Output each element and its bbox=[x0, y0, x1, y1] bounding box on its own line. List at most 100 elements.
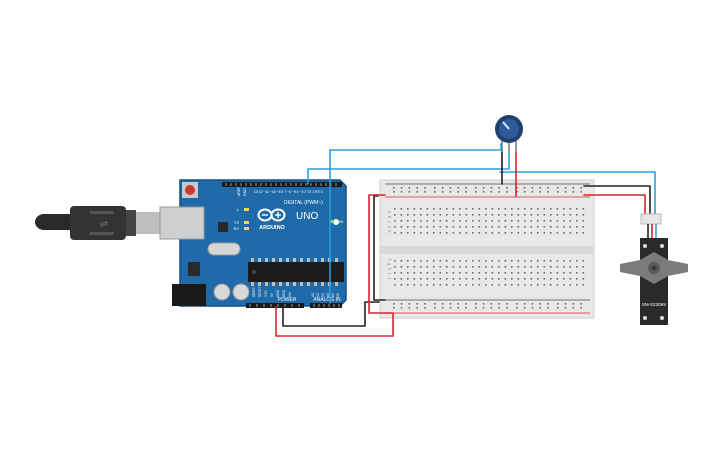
breadboard-hole[interactable] bbox=[478, 220, 481, 222]
breadboard-hole[interactable] bbox=[543, 260, 546, 262]
breadboard-hole[interactable] bbox=[441, 191, 444, 193]
breadboard-hole[interactable] bbox=[539, 191, 541, 193]
breadboard-hole[interactable] bbox=[550, 272, 552, 274]
breadboard-hole[interactable] bbox=[420, 260, 422, 262]
breadboard-hole[interactable] bbox=[530, 260, 533, 262]
breadboard-hole[interactable] bbox=[537, 220, 539, 222]
breadboard-hole[interactable] bbox=[530, 284, 533, 286]
breadboard-hole[interactable] bbox=[498, 232, 500, 234]
breadboard-hole[interactable] bbox=[580, 307, 582, 309]
breadboard-hole[interactable] bbox=[446, 284, 448, 286]
breadboard-hole[interactable] bbox=[452, 232, 455, 234]
breadboard-hole[interactable] bbox=[472, 284, 474, 286]
breadboard-hole[interactable] bbox=[452, 284, 455, 286]
breadboard-hole[interactable] bbox=[504, 214, 507, 216]
breadboard-hole[interactable] bbox=[446, 266, 448, 268]
breadboard-hole[interactable] bbox=[426, 278, 429, 280]
breadboard-hole[interactable] bbox=[504, 284, 507, 286]
breadboard-hole[interactable] bbox=[449, 307, 452, 309]
breadboard-hole[interactable] bbox=[511, 226, 513, 228]
breadboard-hole[interactable] bbox=[580, 191, 582, 193]
breadboard-hole[interactable] bbox=[530, 208, 533, 210]
breadboard-hole[interactable] bbox=[537, 272, 539, 274]
breadboard-hole[interactable] bbox=[504, 266, 507, 268]
potentiometer-knob-icon[interactable] bbox=[495, 115, 523, 152]
breadboard-hole[interactable] bbox=[439, 284, 442, 286]
breadboard-hole[interactable] bbox=[517, 220, 520, 222]
breadboard-hole[interactable] bbox=[420, 266, 422, 268]
breadboard-hole[interactable] bbox=[530, 226, 533, 228]
breadboard-hole[interactable] bbox=[498, 208, 500, 210]
breadboard-hole[interactable] bbox=[482, 307, 485, 309]
breadboard-hole[interactable] bbox=[441, 307, 444, 309]
breadboard-hole[interactable] bbox=[433, 232, 435, 234]
breadboard-hole[interactable] bbox=[439, 208, 442, 210]
breadboard-hole[interactable] bbox=[531, 187, 534, 189]
breadboard-hole[interactable] bbox=[504, 272, 507, 274]
wire-servo-signal[interactable] bbox=[499, 171, 656, 215]
breadboard-hole[interactable] bbox=[556, 226, 559, 228]
breadboard-hole[interactable] bbox=[413, 232, 416, 234]
breadboard-hole[interactable] bbox=[485, 272, 487, 274]
breadboard-hole[interactable] bbox=[434, 303, 436, 305]
breadboard-hole[interactable] bbox=[556, 278, 559, 280]
breadboard-hole[interactable] bbox=[557, 187, 559, 189]
breadboard-hole[interactable] bbox=[465, 272, 468, 274]
breadboard-hole[interactable] bbox=[413, 260, 416, 262]
breadboard-hole[interactable] bbox=[564, 191, 567, 193]
breadboard-hole[interactable] bbox=[459, 266, 461, 268]
breadboard-hole[interactable] bbox=[504, 208, 507, 210]
breadboard-hole[interactable] bbox=[498, 284, 500, 286]
breadboard-hole[interactable] bbox=[457, 307, 459, 309]
breadboard-hole[interactable] bbox=[426, 208, 429, 210]
breadboard-hole[interactable] bbox=[491, 214, 494, 216]
breadboard-hole[interactable] bbox=[498, 226, 500, 228]
breadboard-hole[interactable] bbox=[408, 303, 411, 305]
breadboard-hole[interactable] bbox=[516, 307, 518, 309]
breadboard-hole[interactable] bbox=[420, 226, 422, 228]
breadboard-hole[interactable] bbox=[498, 278, 500, 280]
breadboard-hole[interactable] bbox=[556, 272, 559, 274]
wire-servo-vcc[interactable] bbox=[583, 194, 646, 215]
breadboard-hole[interactable] bbox=[485, 226, 487, 228]
breadboard-hole[interactable] bbox=[472, 226, 474, 228]
breadboard-hole[interactable] bbox=[433, 220, 435, 222]
breadboard-hole[interactable] bbox=[393, 307, 395, 309]
breadboard-hole[interactable] bbox=[550, 266, 552, 268]
breadboard-hole[interactable] bbox=[511, 284, 513, 286]
breadboard-hole[interactable] bbox=[426, 226, 429, 228]
breadboard-hole[interactable] bbox=[459, 260, 461, 262]
breadboard-hole[interactable] bbox=[426, 272, 429, 274]
breadboard-hole[interactable] bbox=[511, 214, 513, 216]
breadboard-hole[interactable] bbox=[517, 278, 520, 280]
breadboard-hole[interactable] bbox=[563, 266, 565, 268]
breadboard-hole[interactable] bbox=[420, 232, 422, 234]
breadboard-hole[interactable] bbox=[557, 303, 559, 305]
breadboard-hole[interactable] bbox=[407, 220, 409, 222]
breadboard-hole[interactable] bbox=[530, 220, 533, 222]
breadboard-hole[interactable] bbox=[563, 226, 565, 228]
breadboard-hole[interactable] bbox=[400, 187, 403, 189]
breadboard-hole[interactable] bbox=[550, 220, 552, 222]
breadboard-hole[interactable] bbox=[569, 266, 572, 268]
breadboard-hole[interactable] bbox=[524, 214, 526, 216]
breadboard-hole[interactable] bbox=[569, 226, 572, 228]
breadboard-hole[interactable] bbox=[569, 278, 572, 280]
breadboard-hole[interactable] bbox=[400, 272, 403, 274]
power-header[interactable] bbox=[246, 303, 304, 308]
wire-servo-gnd[interactable] bbox=[583, 185, 651, 215]
breadboard-hole[interactable] bbox=[582, 284, 585, 286]
breadboard-hole[interactable] bbox=[426, 266, 429, 268]
breadboard-hole[interactable] bbox=[426, 260, 429, 262]
breadboard-hole[interactable] bbox=[531, 303, 534, 305]
breadboard-hole[interactable] bbox=[478, 208, 481, 210]
breadboard-hole[interactable] bbox=[530, 266, 533, 268]
breadboard-hole[interactable] bbox=[543, 226, 546, 228]
breadboard-hole[interactable] bbox=[459, 214, 461, 216]
breadboard-hole[interactable] bbox=[433, 226, 435, 228]
breadboard-hole[interactable] bbox=[478, 278, 481, 280]
breadboard-hole[interactable] bbox=[433, 272, 435, 274]
breadboard-hole[interactable] bbox=[478, 266, 481, 268]
breadboard-hole[interactable] bbox=[475, 307, 477, 309]
breadboard-hole[interactable] bbox=[446, 226, 448, 228]
